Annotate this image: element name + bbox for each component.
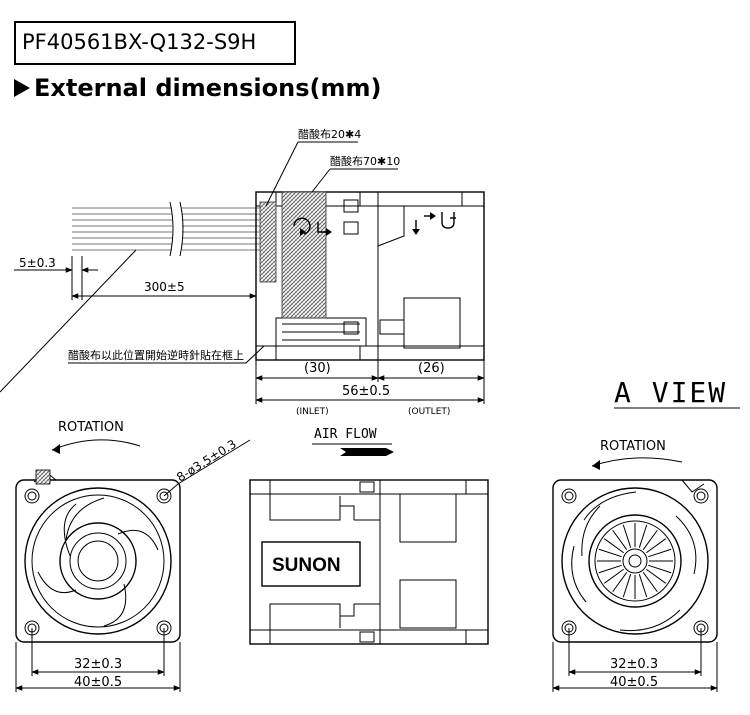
stator-spokes — [597, 523, 673, 599]
front-rotation-label: ROTATION — [58, 420, 124, 435]
front-outer-dim: 40±0.5 — [74, 675, 122, 690]
tape1-label: 醋酸布20✱4 — [298, 127, 361, 141]
inlet-label: (INLET) — [296, 407, 329, 417]
stator-spoke — [638, 574, 648, 598]
stator-spoke — [598, 564, 622, 574]
middle-view: AIR FLOW SUNON — [249, 427, 489, 645]
inlet-dim: (30) — [304, 361, 331, 376]
back-outer-dim: 40±0.5 — [610, 675, 658, 690]
stator-spoke — [648, 564, 672, 574]
stator-spoke — [646, 538, 667, 554]
stator-spoke — [612, 572, 628, 593]
back-inner-dim: 32±0.3 — [610, 657, 658, 672]
stator-spoke — [642, 529, 658, 550]
stator-spoke — [646, 568, 667, 584]
back-rotation-label: ROTATION — [600, 439, 666, 454]
acetate-tape-20x4 — [259, 201, 277, 283]
acetate-tape-70x10 — [281, 191, 327, 319]
front-inner-dim: 32±0.3 — [74, 657, 122, 672]
stator-spoke — [638, 524, 648, 548]
a-view-label: A VIEW — [614, 376, 727, 409]
air-flow-label: AIR FLOW — [314, 427, 377, 442]
total-dim: 56±0.5 — [342, 384, 390, 399]
front-rotation-arrow-icon — [51, 439, 141, 451]
outlet-label: (OUTLET) — [408, 407, 450, 417]
flow-direction-icon — [412, 212, 436, 235]
airflow-arrow-icon — [317, 222, 332, 236]
stator-spoke — [622, 524, 632, 548]
fan-body-middle — [249, 479, 489, 645]
front-impeller — [37, 497, 159, 627]
back-view: ROTATION 32±0.3 40±0.5 — [552, 439, 718, 692]
stator-spoke — [603, 538, 624, 554]
sunon-label-box — [261, 541, 361, 587]
airflow-direction-icon — [340, 448, 394, 456]
back-stator — [571, 491, 697, 632]
triangle-bullet-icon — [14, 79, 30, 97]
tape3-label: 醋酸布以此位置開始逆時針貼在框上 — [68, 348, 244, 362]
front-mount-holes — [24, 488, 172, 636]
front-frame — [15, 479, 181, 643]
ul-mark-icon — [441, 212, 456, 229]
brand-label: SUNON — [272, 555, 341, 576]
heading-text: External dimensions(mm) — [34, 74, 382, 102]
stator-spoke — [598, 548, 622, 558]
fan-body-side — [255, 191, 485, 361]
stator-spoke — [603, 568, 624, 584]
lead-wires — [72, 201, 260, 257]
hole-dim: 8-ø3.5±0.3 — [174, 437, 239, 485]
section-heading: External dimensions(mm) — [14, 74, 381, 102]
model-number: PF40561BX-Q132-S9H — [22, 30, 257, 54]
outlet-dim: (26) — [418, 361, 445, 376]
model-box — [14, 21, 296, 65]
front-view: ROTATION 8-ø3.5±0.3 — [15, 420, 251, 692]
stator-spoke — [648, 548, 672, 558]
rotation-arrow-icon — [293, 217, 311, 236]
stator-spoke — [612, 529, 628, 550]
strip-dim: 5±0.3 — [19, 256, 56, 270]
lead-dim: 300±5 — [144, 280, 185, 294]
stator-spoke — [642, 572, 658, 593]
side-view: 醋酸布20✱4 醋酸布70✱10 醋酸布以此位置開始逆時針貼在框上 5±0.3 … — [0, 127, 485, 417]
back-frame — [552, 479, 718, 643]
stator-spoke — [622, 574, 632, 598]
tape2-label: 醋酸布70✱10 — [330, 154, 400, 168]
back-rotation-arrow-icon — [591, 457, 683, 467]
